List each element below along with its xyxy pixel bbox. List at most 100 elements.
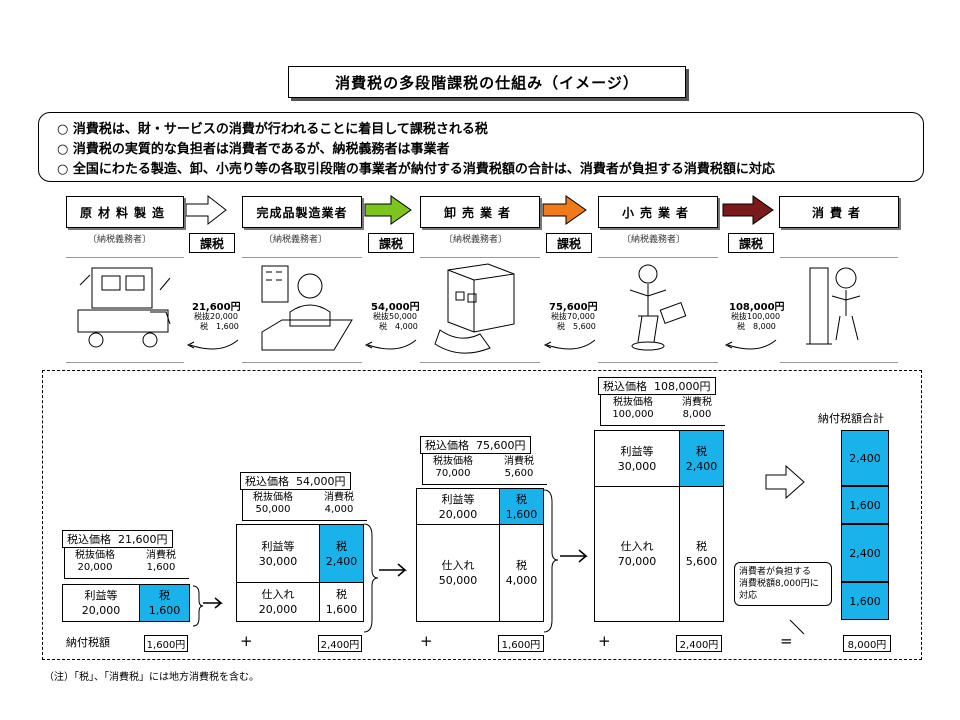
image-frame-3 — [420, 257, 540, 363]
tax-badge-2: 課税 — [368, 233, 414, 253]
intro-line-2: ○ 消費税の実質的な負担者は消費者であるが、納税義務者は事業者 — [57, 142, 450, 157]
arrow-col-2 — [379, 563, 408, 577]
money-arrow-4 — [727, 339, 777, 350]
flow-arrow-2 — [364, 195, 412, 225]
flow-tax-2: 税 4,000 — [379, 322, 418, 331]
flow-tax-3: 税 5,600 — [557, 322, 596, 331]
illustration-manufacturer — [261, 265, 353, 351]
obligor-label-3: 〔納税義務者〕 — [444, 235, 508, 245]
flow-tax-1: 税 1,600 — [200, 322, 239, 331]
obligor-label-2: 〔納税義務者〕 — [264, 235, 328, 245]
calculation-frame — [42, 370, 922, 660]
tax-badge-1: 課税 — [189, 233, 235, 253]
money-arrow-3 — [546, 339, 596, 350]
flow-arrow-3 — [542, 195, 587, 225]
page-title: 消費税の多段階課税の仕組み（イメージ） — [288, 66, 686, 98]
pay-col1: 1,600円 — [144, 635, 188, 652]
image-frame-4 — [598, 257, 718, 363]
flow-arrow-1 — [185, 194, 227, 226]
image-frame-1 — [66, 257, 184, 363]
money-arrow-1 — [189, 339, 239, 350]
flow-price-4: 108,000円 — [729, 302, 785, 313]
flow-extax-2: 税抜50,000 — [373, 312, 417, 321]
total-segment-4: 1,600 — [841, 582, 889, 620]
arrow-col-1 — [203, 597, 224, 609]
flow-extax-3: 税抜70,000 — [551, 312, 595, 321]
col2-tax-incl-header: 税込価格 54,000円 — [240, 472, 351, 490]
brace-1 — [192, 585, 204, 627]
total-segment-1: 2,400 — [841, 430, 889, 486]
illustration-consumer — [806, 267, 861, 345]
illustration-wholesaler — [434, 263, 515, 354]
flow-price-1: 21,600円 — [192, 302, 241, 313]
pay-col4: 2,400円 — [676, 635, 722, 652]
paid-tax-label: 納付税額 — [66, 636, 110, 649]
plus-1: + — [240, 632, 253, 650]
pay-col2: 2,400円 — [318, 635, 362, 652]
tax-badge-3: 課税 — [546, 233, 592, 253]
arrow-col-3 — [560, 549, 589, 563]
illustration-retailer — [629, 264, 687, 351]
col3-tax-incl-header: 税込価格 75,600円 — [420, 436, 531, 454]
flow-extax-4: 税抜100,000 — [731, 312, 781, 321]
pay-col3: 1,600円 — [498, 635, 544, 652]
flow-price-3: 75,600円 — [549, 302, 598, 313]
flow-arrow-4 — [722, 195, 774, 225]
stage-manufacturer: 完成品製造業者 — [242, 196, 362, 228]
col1-tax-incl-header: 税込価格 21,600円 — [62, 530, 173, 548]
stage-consumer: 消費者 — [779, 196, 899, 228]
intro-line-1: ○ 消費税は、財・サービスの消費が行われることに着目して課税される税 — [57, 122, 488, 137]
flow-extax-1: 税抜20,000 — [194, 312, 238, 321]
intro-box: ○ 消費税は、財・サービスの消費が行われることに着目して課税される税 ○ 消費税… — [38, 112, 924, 182]
consumer-burden-callout: 消費者が負担する消費税額8,000円に対応 — [734, 562, 832, 606]
image-frame-2 — [242, 257, 362, 363]
footnote: （注）「税」、「消費税」には地方消費税を含む。 — [44, 672, 259, 683]
total-segment-2: 1,600 — [841, 486, 889, 524]
total-title: 納付税額合計 — [818, 412, 884, 425]
equals: = — [780, 632, 793, 650]
money-arrow-2 — [367, 339, 417, 350]
obligor-label-1: 〔納税義務者〕 — [88, 235, 152, 245]
image-frame-5 — [780, 257, 898, 363]
intro-line-3: ○ 全国にわたる製造、卸、小売り等の各取引段階の事業者が納付する消費税額の合計は… — [57, 162, 775, 177]
tax-badge-4: 課税 — [728, 233, 774, 253]
plus-2: + — [420, 632, 433, 650]
plus-3: + — [598, 632, 611, 650]
stage-raw-materials: 原材料製造 — [66, 196, 184, 228]
brace-3 — [543, 489, 559, 633]
flow-tax-4: 税 8,000 — [737, 322, 776, 331]
total-segment-3: 2,400 — [841, 524, 889, 582]
arrow-to-total — [765, 464, 805, 500]
flow-price-2: 54,000円 — [371, 302, 420, 313]
stage-wholesaler: 卸売業者 — [420, 196, 540, 228]
pay-total: 8,000円 — [843, 635, 891, 652]
brace-2 — [363, 523, 379, 633]
stage-retailer: 小売業者 — [598, 196, 718, 228]
obligor-label-4: 〔納税義務者〕 — [622, 235, 686, 245]
col4-tax-incl-header: 税込価格 108,000円 — [598, 377, 716, 395]
illustration-raw-materials — [77, 267, 171, 348]
